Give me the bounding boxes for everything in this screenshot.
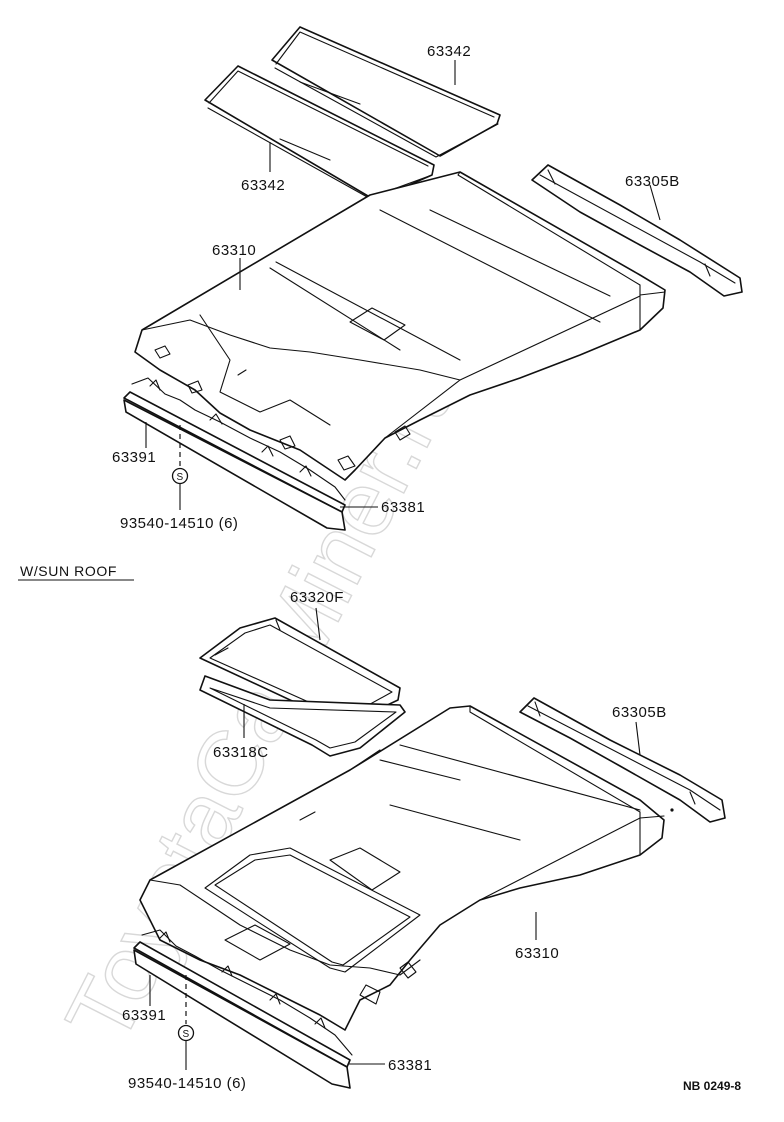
label-63342-bottom: 63342 bbox=[241, 177, 285, 194]
svg-text:S: S bbox=[177, 472, 184, 483]
label-63305b-upper: 63305B bbox=[625, 173, 680, 190]
label-63320f: 63320F bbox=[290, 589, 344, 606]
figure-code: NB 0249-8 bbox=[683, 1079, 741, 1093]
label-63342-top: 63342 bbox=[427, 43, 471, 60]
lower-headliner bbox=[139, 705, 665, 1031]
upper-headliner bbox=[134, 171, 666, 481]
lower-front-trim-strip bbox=[133, 929, 353, 1089]
label-63381-lower: 63381 bbox=[388, 1057, 432, 1074]
lower-clip-icon: S bbox=[177, 1024, 195, 1042]
label-63318c: 63318C bbox=[213, 744, 269, 761]
label-63391-upper: 63391 bbox=[112, 449, 156, 466]
upper-sunshade-panel-top bbox=[271, 26, 501, 158]
label-clip-lower: 93540-14510 (6) bbox=[128, 1075, 246, 1092]
label-63305b-lower: 63305B bbox=[612, 704, 667, 721]
lower-rear-trim-strip bbox=[519, 697, 726, 823]
section-label-sun-roof: W/SUN ROOF bbox=[20, 563, 117, 579]
upper-clip-icon: S bbox=[171, 467, 189, 485]
upper-assembly: S 63342 63342 63310 63305B 63391 93540-1… bbox=[112, 26, 743, 532]
upper-front-trim-strip bbox=[123, 377, 346, 531]
label-63381-upper: 63381 bbox=[381, 499, 425, 516]
label-63391-lower: 63391 bbox=[122, 1007, 166, 1024]
svg-text:S: S bbox=[183, 1029, 190, 1040]
upper-rear-trim-strip bbox=[531, 164, 743, 297]
label-63310-lower: 63310 bbox=[515, 945, 559, 962]
lower-sunroof-frame bbox=[199, 675, 406, 757]
label-63310-upper: 63310 bbox=[212, 242, 256, 259]
label-clip-upper: 93540-14510 (6) bbox=[120, 515, 238, 532]
lower-assembly: S 63320F 63318C 63305B 63310 63391 93540… bbox=[122, 589, 726, 1092]
